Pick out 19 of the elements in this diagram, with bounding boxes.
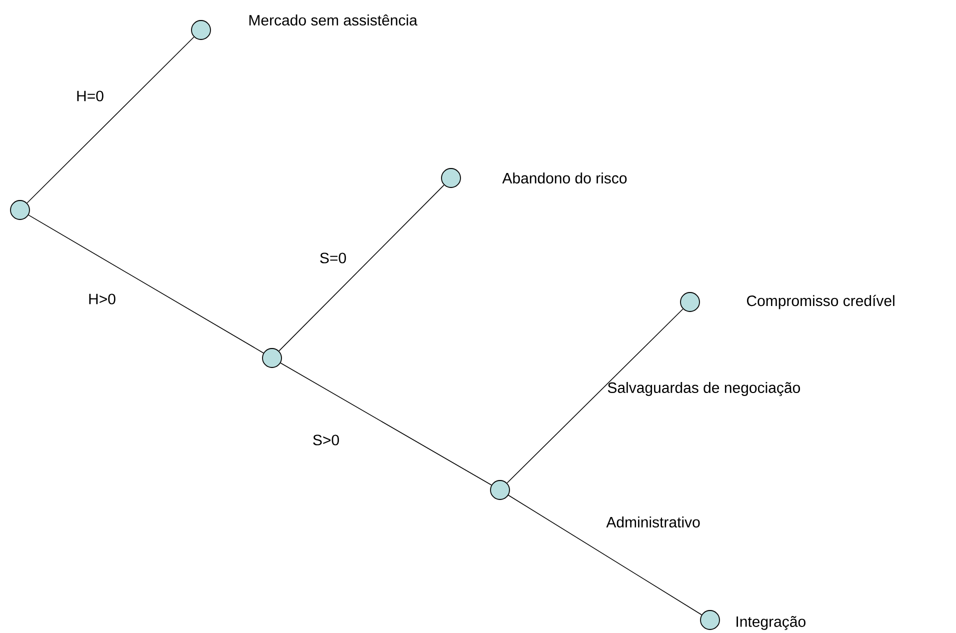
connector-line: [26, 36, 194, 204]
connector-line: [278, 184, 444, 352]
edge-label: H>0: [89, 294, 116, 304]
node-label: Mercado sem assistência: [249, 14, 418, 26]
circle-node: [262, 348, 282, 368]
node-label: Compromisso credível: [746, 294, 894, 310]
connector-line: [506, 308, 684, 484]
edge-label: H=0: [77, 90, 104, 102]
edge-label: Salvaguardas de negociação: [608, 382, 800, 396]
node-label: Abandono do risco: [502, 172, 627, 184]
circle-node: [10, 200, 30, 220]
connector-line: [280, 362, 492, 486]
edge-label: S=0: [320, 252, 346, 264]
connector-line: [508, 494, 702, 616]
node-label: Integração: [736, 616, 806, 630]
connector-line: [28, 214, 264, 354]
edge-label: Administrativo: [606, 516, 700, 528]
edge-label: S>0: [313, 434, 339, 446]
circle-node: [490, 480, 510, 500]
